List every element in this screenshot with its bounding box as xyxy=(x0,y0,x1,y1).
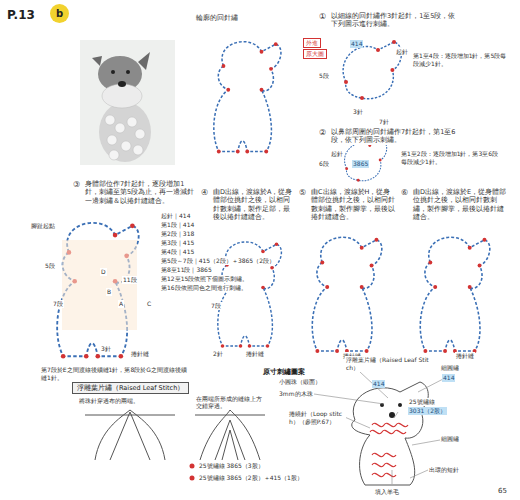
note-label: ① xyxy=(318,12,327,22)
node-text: 原大圖 xyxy=(306,50,324,58)
note-label: B xyxy=(106,288,112,296)
node-text: 外進 xyxy=(306,39,318,47)
note-label: C xyxy=(146,300,152,308)
note-label: 浮雕葉片繡（Raised Leaf Stitch） xyxy=(345,356,432,372)
note-label: 由D出線，渡線於A，從身體部位挑針之後，以相同針數刺繡，製作足部，最後以捲針縫縫… xyxy=(212,188,294,222)
note-label: 第2段｜318 xyxy=(160,230,195,238)
note-label: 2針 xyxy=(212,350,224,358)
note-label: 3針 xyxy=(352,108,364,116)
note-label: 7段 xyxy=(52,300,64,308)
title-bar: 浮雕葉片繡（Raised Leaf Stitch） xyxy=(72,382,189,394)
photo xyxy=(80,40,175,165)
note-label: 腳趾起點 xyxy=(30,222,56,230)
note-label: 以鼻部周圍的回針繡作7針起針，第1至6段，依下列圖示刺繡。 xyxy=(330,128,457,145)
note-label: 第1至4段：逐段增加1針，第5段每段減少1針。 xyxy=(412,52,509,68)
note-label: 第8至11段｜3865 xyxy=(160,266,213,274)
note-label: 捲針縫 xyxy=(455,352,475,360)
note-label: A xyxy=(118,300,124,308)
color-code: 414 xyxy=(350,40,363,48)
note-label: 第12至15段依照下個圖示刺繡。 xyxy=(160,275,249,283)
note-label: 第1段｜414 xyxy=(160,221,195,229)
note-label: 25號繡線 3865（2股）＋415（1股） xyxy=(198,474,304,482)
color-code: 414 xyxy=(372,380,385,388)
tag-box: 外進 xyxy=(303,38,321,48)
node-text: 浮雕葉片繡（Raised Leaf Stitch） xyxy=(77,384,184,392)
note-label: 捲針縫 xyxy=(130,350,150,358)
note-label: 11段 xyxy=(122,276,138,284)
legend-dots xyxy=(190,464,195,481)
note-label: 由D出線，渡線於E，從身體部位挑針之後，以相同針數刺繡，製作腳掌，最後以捲針縫縫… xyxy=(412,188,509,222)
note-label: 3針 xyxy=(100,345,112,353)
note-label: 身體部位作7針起針，逐段增加1針，刺繡至第5段為止，再一邊減針一邊刺繡＆以捲針縫… xyxy=(84,180,196,205)
note-label: 輪廓的回針繡 xyxy=(195,14,239,23)
note-label: 起針 xyxy=(395,48,409,56)
note-label: P.13 xyxy=(6,8,36,24)
note-label: 25號繡線 3865（3股） xyxy=(198,462,265,470)
note-label: 5段 xyxy=(318,72,330,80)
note-label: 出環的短針 xyxy=(428,466,460,474)
note-label: 捲針縫 xyxy=(245,350,265,358)
color-code: 3865 xyxy=(352,160,369,168)
note-label: ⑤ xyxy=(298,188,307,198)
note-label: 65 xyxy=(497,487,508,496)
tag-box: 原大圖 xyxy=(303,49,327,59)
note-label: ② xyxy=(318,128,327,138)
note-label: 3mm的木珠 xyxy=(278,390,314,398)
note-label: 細圓繡 xyxy=(440,364,460,372)
color-code: 414 xyxy=(442,374,455,382)
note-label: 7針 xyxy=(378,118,390,126)
note-label: 7段 xyxy=(210,302,222,310)
note-label: 填入羊毛 xyxy=(374,488,400,496)
note-label: 5段 xyxy=(44,262,56,270)
note-label: 捲繞針（Loop stitch）（參照P.67） xyxy=(288,410,346,426)
note-label: 由C出線，渡線於H，從身體部位挑針之後，以相同針數刺繡，製作腳掌，最後以捲針縫縫… xyxy=(310,188,397,222)
note-label: 6段 xyxy=(318,160,330,168)
note-label: D xyxy=(100,268,107,276)
raised-leaf-stitch xyxy=(85,410,265,460)
note-label: 起針 xyxy=(330,150,344,158)
label-circle: b xyxy=(50,4,69,23)
note-label: ④ xyxy=(200,188,209,198)
color-code: 3031（2股） xyxy=(408,407,447,415)
note-label: 小圓珠（緞面） xyxy=(278,378,322,386)
note-label: ⑥ xyxy=(400,188,409,198)
note-label: 第16段依照同色之間進行刺繡。 xyxy=(160,284,248,292)
note-label: 25號繡線 xyxy=(408,398,436,406)
note-label: 第7段於E之間渡線後續縫1針，第8段於G之間渡線後續縫1針。 xyxy=(40,366,192,382)
note-label: ③ xyxy=(72,180,81,190)
note-label: 第1至2段：逐段增加1針，第3至6段每段減少1針。 xyxy=(400,150,502,166)
full-size-dog xyxy=(300,372,445,485)
note-label: 第3段｜415 xyxy=(160,239,195,247)
note-label: 將珠針穿過布的兩端。 xyxy=(78,398,140,405)
note-label: 細圓繡 xyxy=(440,435,460,443)
note-label: 原寸刺繡圖案 xyxy=(262,368,306,377)
note-label: 第5段～7段｜415（2段）＋3865（2段） xyxy=(160,257,276,265)
note-label: 以細線的回針繡作3針起針，1至5段，依下列圖示進行刺繡。 xyxy=(330,12,457,29)
node-text: b xyxy=(50,4,69,23)
note-label: 第4段｜415 xyxy=(160,248,195,256)
note-label: 在兩端所形成的縫線上方交錯穿過。 xyxy=(195,396,267,410)
note-label: 起針｜414 xyxy=(160,212,191,220)
